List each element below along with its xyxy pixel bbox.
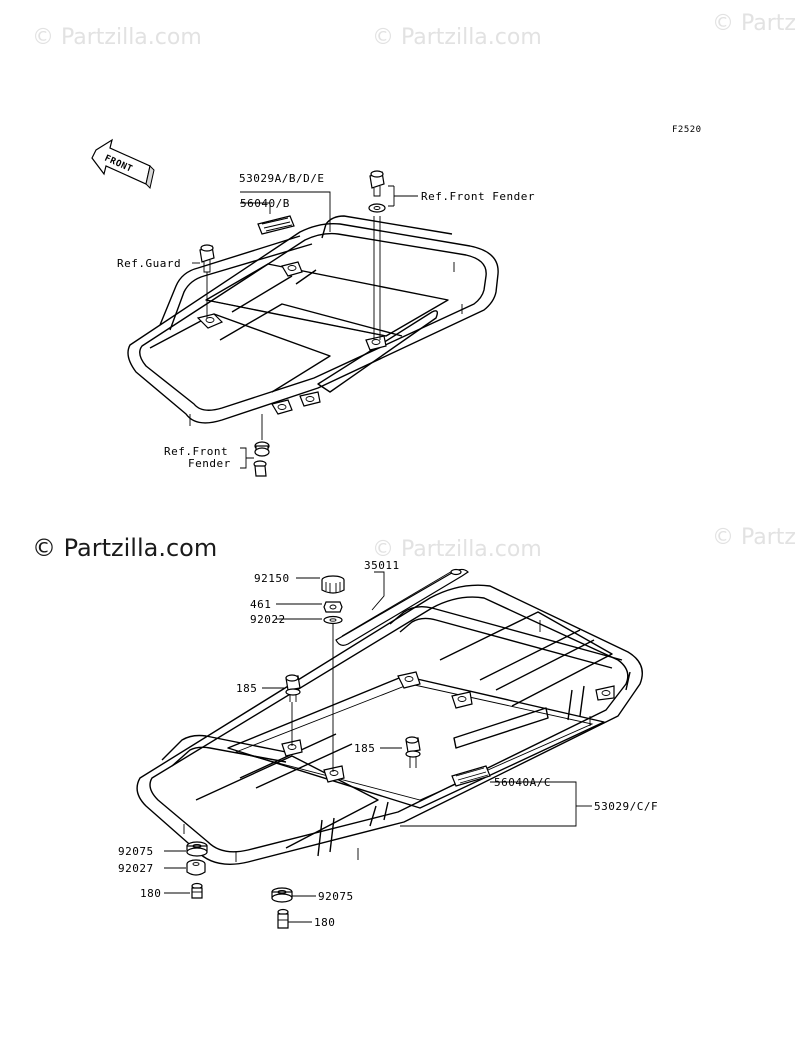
watermark: © Partz: [712, 11, 796, 36]
label-92075-right[interactable]: 92075: [318, 890, 354, 903]
label-180-left[interactable]: 180: [140, 887, 161, 900]
watermark: © Partzilla.com: [372, 537, 542, 562]
upper-leader-lines: [192, 185, 418, 469]
ref-front-fender-bottom-hardware[interactable]: [253, 414, 270, 477]
lower-leader-lines: [164, 571, 592, 923]
washer-92022[interactable]: [323, 615, 343, 773]
lower-decal-56040[interactable]: [451, 765, 491, 787]
label-35011[interactable]: 35011: [364, 559, 400, 572]
label-53029cf[interactable]: 53029/C/F: [594, 800, 658, 813]
label-92022[interactable]: 92022: [250, 613, 286, 626]
bolt-180-left[interactable]: [191, 882, 203, 899]
label-185-left[interactable]: 185: [236, 682, 257, 695]
knob-92150[interactable]: [321, 575, 345, 594]
label-185-right[interactable]: 185: [354, 742, 375, 755]
bolt-185-left[interactable]: [285, 674, 301, 746]
bolt-185-right[interactable]: [405, 736, 421, 768]
ref-front-fender-bolt-top[interactable]: [368, 170, 386, 340]
collar-92027[interactable]: [186, 859, 206, 876]
watermark: © Partz: [712, 525, 796, 550]
label-ref-guard[interactable]: Ref.Guard: [117, 257, 181, 270]
watermark: © Partzilla.com: [32, 25, 202, 50]
label-92027[interactable]: 92027: [118, 862, 154, 875]
watermark: © Partzilla.com: [32, 534, 217, 562]
front-direction-arrow: FRONT: [91, 138, 155, 189]
upper-carrier-frame[interactable]: [127, 215, 499, 426]
label-92075-left[interactable]: 92075: [118, 845, 154, 858]
label-461[interactable]: 461: [250, 598, 271, 611]
damper-92075-right[interactable]: [271, 887, 293, 903]
label-fender[interactable]: Fender: [188, 457, 231, 470]
label-56040-upper[interactable]: 56040/B: [240, 197, 290, 210]
bolt-180-right[interactable]: [277, 908, 289, 929]
label-ref-front-fender-top[interactable]: Ref.Front Fender: [421, 190, 535, 203]
damper-92075-left[interactable]: [186, 841, 208, 857]
watermark: © Partzilla.com: [372, 25, 542, 50]
label-92150[interactable]: 92150: [254, 572, 290, 585]
label-53029-upper[interactable]: 53029A/B/D/E: [239, 172, 324, 185]
carrier-bar-35011[interactable]: [335, 568, 469, 646]
nut-461[interactable]: [323, 601, 343, 613]
upper-decal-56040[interactable]: [257, 215, 295, 235]
label-ref-front[interactable]: Ref.Front: [164, 445, 228, 458]
figure-code: F2520: [672, 125, 702, 135]
label-56040ac[interactable]: 56040A/C: [494, 776, 551, 789]
ref-guard-bolt[interactable]: [199, 244, 215, 318]
label-180-right[interactable]: 180: [314, 916, 335, 929]
lower-carrier-frame[interactable]: [136, 584, 643, 865]
